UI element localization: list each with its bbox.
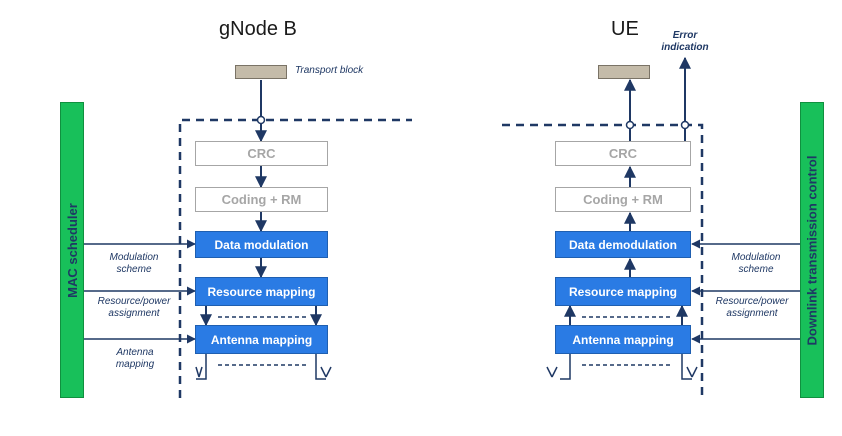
ue-title: UE [611, 18, 639, 40]
crc-block-rx: CRC [555, 141, 691, 166]
downlink-control-bar: Downlink transmission control [800, 102, 824, 398]
transport-block-label: Transport block [295, 65, 364, 76]
gnodeb-title: gNode B [219, 18, 297, 40]
coding-block-rx: Coding + RM [555, 187, 691, 212]
dashed-boundaries [178, 118, 704, 398]
error-indication-label: Error indication [661, 30, 709, 53]
downlink-control-label: Downlink transmission control [804, 155, 820, 345]
note-resource-assignment-left: Resource/power assignment [97, 296, 171, 319]
mac-scheduler-label: MAC scheduler [64, 202, 80, 298]
mac-scheduler-bar: MAC scheduler [60, 102, 84, 398]
coding-block-tx: Coding + RM [195, 187, 328, 212]
antennas-left [195, 354, 332, 380]
crc-block-tx: CRC [195, 141, 328, 166]
output-block-rect [598, 65, 650, 79]
resource-mapping-block-rx: Resource mapping [555, 277, 691, 306]
antenna-mapping-block-tx: Antenna mapping [195, 325, 328, 354]
transport-block-rect [235, 65, 287, 79]
note-modulation-scheme-right: Modulation scheme [731, 252, 781, 275]
note-antenna-mapping-left: Antenna mapping [115, 347, 155, 370]
data-modulation-block: Data modulation [195, 231, 328, 258]
junction-right-error [680, 120, 690, 130]
ue-boundary [502, 123, 704, 398]
data-demodulation-block: Data demodulation [555, 231, 691, 258]
note-resource-assignment-right: Resource/power assignment [715, 296, 789, 319]
note-modulation-scheme-left: Modulation scheme [109, 252, 159, 275]
antennas-right [546, 354, 698, 380]
resource-mapping-block-tx: Resource mapping [195, 277, 328, 306]
junction-right-data [625, 120, 635, 130]
junction-left [256, 115, 266, 125]
antenna-mapping-block-rx: Antenna mapping [555, 325, 691, 354]
